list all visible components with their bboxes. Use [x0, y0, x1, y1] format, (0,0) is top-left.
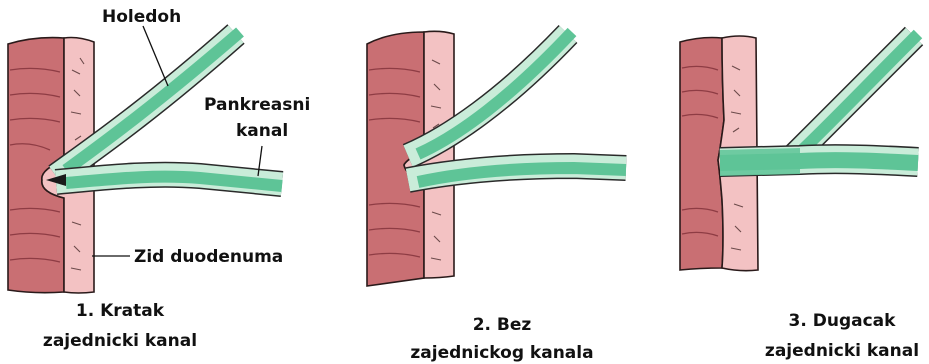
panel-3-long-common-channel [680, 34, 918, 271]
panel-3-caption-line2: zajednicki kanal [765, 341, 919, 361]
panel-3-caption-line1: 3. Dugacak [789, 311, 897, 331]
panel-2-caption-line1: 2. Bez [473, 315, 532, 335]
panel-1-caption-line1: 1. Kratak [76, 301, 165, 321]
panel-3-bile-duct [790, 34, 918, 160]
panel-1-caption-line2: zajednicki kanal [43, 331, 197, 351]
panel-3-common-channel [720, 148, 800, 176]
label-pancreatic-duct-line1: Pankreasni [204, 95, 310, 115]
panel-2-pancreatic-duct [408, 166, 626, 182]
panel-2-no-common-channel [367, 31, 626, 286]
leader-holedoh [143, 26, 168, 86]
panel-2-caption-line2: zajednickog kanala [410, 343, 593, 363]
label-pancreatic-duct-line2: kanal [236, 121, 288, 141]
panel-1-pancreatic-duct [56, 175, 282, 186]
label-holedoh: Holedoh [102, 7, 181, 27]
label-duodenal-wall: Zid duodenuma [134, 247, 283, 267]
